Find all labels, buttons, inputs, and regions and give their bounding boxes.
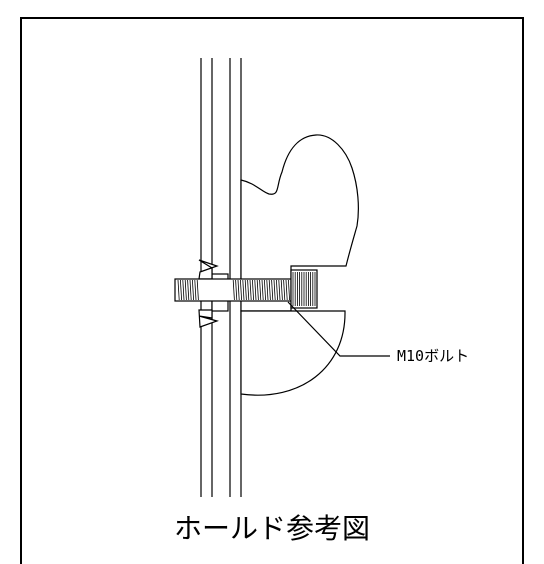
thread-line (244, 279, 247, 301)
bolt (174, 269, 318, 309)
thread-line (288, 279, 290, 301)
diagram-caption: ホールド参考図 (174, 512, 370, 545)
thread-line (242, 279, 245, 301)
thread-line (271, 279, 274, 301)
thread-line (232, 279, 235, 301)
thread-line (187, 279, 190, 301)
thread-line (283, 279, 286, 301)
thread-line (235, 279, 238, 301)
thread-line (192, 279, 194, 301)
thread-line (264, 279, 266, 301)
thread-line (182, 279, 185, 301)
thread-line (285, 279, 288, 301)
thread-line (196, 279, 199, 301)
thread-line (254, 279, 257, 301)
thread-line (240, 279, 242, 301)
bolt-label: M10ボルト (397, 347, 469, 365)
thread-line (247, 279, 250, 301)
diagram-frame (20, 17, 524, 564)
thread-line (278, 279, 281, 301)
hold-lower-body (240, 310, 346, 396)
hold-upper-body (240, 134, 359, 312)
thread-line (273, 279, 276, 301)
thread-line (256, 279, 259, 301)
bolt-head-knurl (292, 272, 316, 306)
thread-line (184, 279, 187, 301)
thread-line (237, 279, 240, 301)
climbing-hold (240, 134, 359, 396)
thread-line (249, 279, 252, 301)
thread-line (268, 279, 271, 301)
t-nut-lower-prong (198, 309, 219, 328)
thread-line (280, 279, 283, 301)
bolt-leader-line (287, 301, 390, 357)
thread-line (259, 279, 262, 301)
thread-line (189, 279, 192, 301)
bolt-thread (177, 279, 290, 301)
thread-line (266, 279, 269, 301)
thread-line (252, 279, 254, 301)
thread-line (194, 279, 197, 301)
thread-line (261, 279, 264, 301)
thread-line (177, 279, 180, 301)
thread-line (180, 279, 182, 301)
thread-line (276, 279, 278, 301)
